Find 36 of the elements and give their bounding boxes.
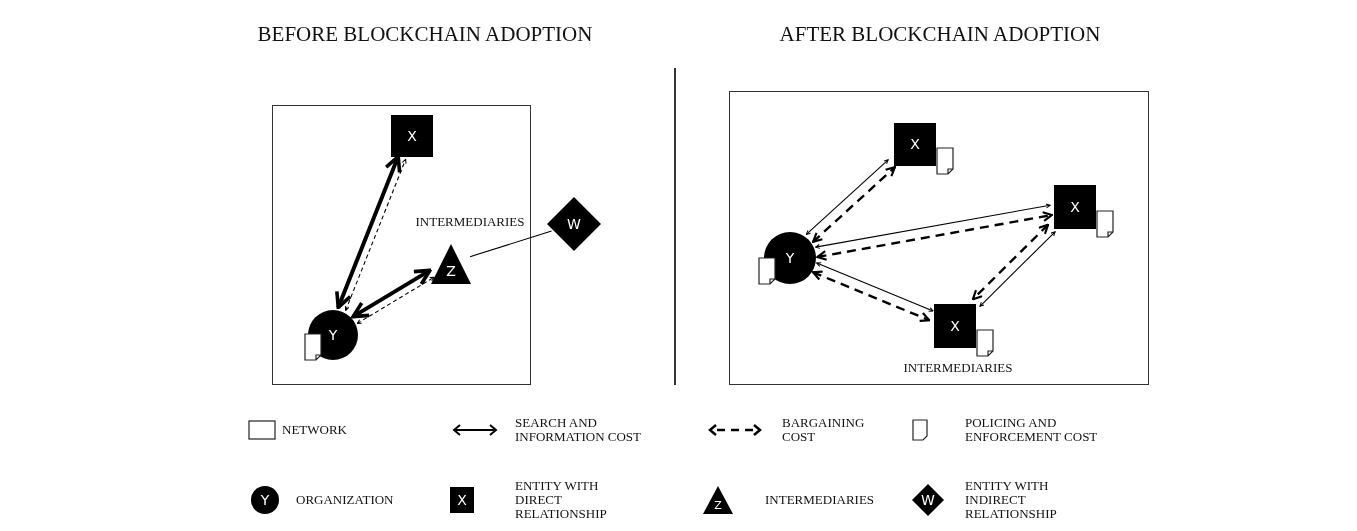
node-caption: INTERMEDIARIES [903,360,1013,376]
entity-square: X [894,122,936,166]
double-arrow [815,203,1051,249]
entity-square-icon: X [450,487,474,513]
legend-label: BARGAINING COST [782,416,866,444]
organization-icon: Y [251,486,279,514]
double-arrow [351,268,432,319]
legend-label: ORGANIZATION [296,493,395,507]
double-arrow [812,166,896,243]
legend-label: ENTITY WITH DIRECT RELATIONSHIP [515,479,608,521]
intermediary-triangle: Z [431,244,471,284]
double-arrow [344,158,407,311]
double-arrow [816,262,934,312]
legend-label: NETWORK [282,423,348,437]
double-arrow [805,159,889,235]
double-arrow [356,276,435,325]
entity-diamond: W [547,197,601,251]
entity-square: X [391,115,433,157]
diamond-icon: W [912,484,944,516]
double-arrow [971,223,1050,301]
section-heading: AFTER BLOCKCHAIN ADOPTION [779,22,1101,47]
entity-square: X [934,304,976,348]
legend-label: POLICING AND ENFORCEMENT COST [965,416,1099,444]
network-box [272,105,531,385]
legend-label: ENTITY WITH INDIRECT RELATIONSHIP [965,479,1058,521]
section-heading: BEFORE BLOCKCHAIN ADOPTION [257,22,593,47]
double-arrow [811,270,931,322]
connector-line [469,230,553,258]
triangle-icon: Z [703,486,733,514]
entity-square: X [1054,185,1096,229]
legend-label: INTERMEDIARIES [765,493,876,507]
double-arrow [335,154,402,310]
node-caption: INTERMEDIARIES [415,214,525,230]
legend-label: SEARCH AND INFORMATION COST [515,416,643,444]
double-arrow [979,231,1056,307]
double-arrow [816,211,1053,261]
